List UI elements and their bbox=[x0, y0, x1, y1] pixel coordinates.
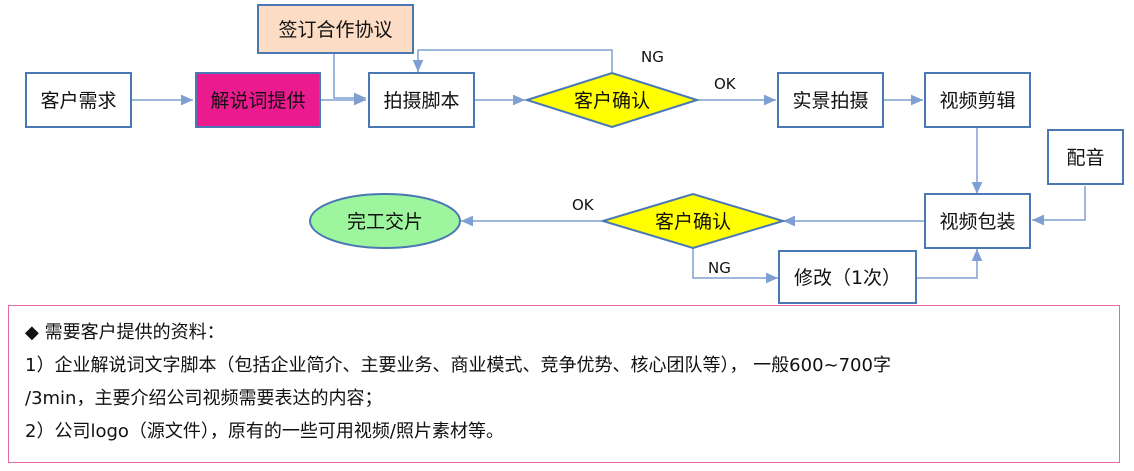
client-needs-label: 客户需求 bbox=[40, 90, 116, 112]
arrow-voiceover-to-packaging bbox=[1032, 186, 1086, 226]
edge-label-ng-2: NG bbox=[708, 259, 731, 277]
connectors bbox=[131, 49, 1086, 284]
node-shooting-script: 拍摄脚本 bbox=[368, 72, 475, 128]
node-video-editing: 视频剪辑 bbox=[924, 72, 1031, 128]
node-video-packaging: 视频包装 bbox=[924, 193, 1031, 249]
client-confirm-1-label: 客户确认 bbox=[574, 90, 650, 112]
edge-label-ok-1: OK bbox=[714, 75, 737, 93]
requirements-note: ◆ 需要客户提供的资料： 1）企业解说词文字脚本（包括企业简介、主要业务、商业模… bbox=[8, 305, 1120, 463]
flowchart: 签订合作协议 客户需求 解说词提供 拍摄脚本 客户确认 实景拍摄 视频剪辑 配音… bbox=[25, 4, 1124, 304]
note-heading: ◆ 需要客户提供的资料： bbox=[25, 322, 225, 343]
note-line-1: 1）企业解说词文字脚本（包括企业简介、主要业务、商业模式、竞争优势、核心团队等）… bbox=[25, 355, 891, 376]
node-finish-delivery: 完工交片 bbox=[309, 193, 461, 249]
note-line-2: /3min，主要介绍公司视频需要表达的内容； bbox=[25, 388, 383, 409]
node-onsite-shooting: 实景拍摄 bbox=[777, 72, 884, 128]
node-client-confirm-2: 客户确认 bbox=[599, 192, 787, 250]
onsite-shooting-label: 实景拍摄 bbox=[792, 90, 868, 112]
arrow-revise-to-packaging bbox=[916, 248, 983, 279]
node-revise-once: 修改（1次） bbox=[778, 250, 917, 304]
note-line-3: 2）公司logo（源文件），原有的一些可用视频/照片素材等。 bbox=[25, 421, 504, 442]
arrow-confirm-ng-loop bbox=[412, 49, 613, 73]
arrow-confirm-ng-to-revise bbox=[692, 248, 778, 284]
node-voiceover: 配音 bbox=[1047, 129, 1124, 185]
video-packaging-label: 视频包装 bbox=[939, 211, 1015, 233]
voiceover-label: 配音 bbox=[1066, 147, 1104, 169]
node-client-needs: 客户需求 bbox=[25, 72, 132, 128]
sign-agreement-label: 签订合作协议 bbox=[278, 19, 392, 41]
finish-delivery-label: 完工交片 bbox=[347, 211, 423, 233]
provide-script-label: 解说词提供 bbox=[210, 90, 305, 112]
video-editing-label: 视频剪辑 bbox=[939, 90, 1015, 112]
shooting-script-label: 拍摄脚本 bbox=[383, 90, 459, 112]
node-sign-agreement: 签订合作协议 bbox=[257, 4, 414, 54]
revise-once-label: 修改（1次） bbox=[794, 267, 901, 289]
edge-label-ng-1: NG bbox=[641, 48, 664, 66]
node-client-confirm-1: 客户确认 bbox=[523, 71, 701, 129]
node-provide-script: 解说词提供 bbox=[195, 72, 321, 128]
edge-label-ok-2: OK bbox=[572, 196, 595, 214]
client-confirm-2-label: 客户确认 bbox=[655, 211, 731, 233]
arrow-agreement-to-shooting-script bbox=[333, 54, 366, 104]
